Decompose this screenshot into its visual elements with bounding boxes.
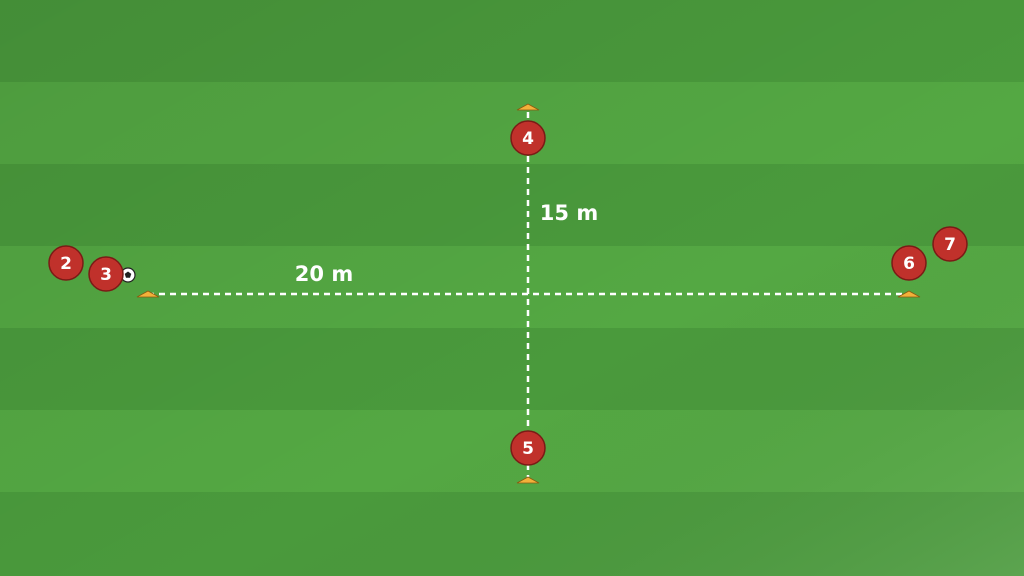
horizontal-distance-label: 20 m: [295, 262, 353, 286]
svg-text:7: 7: [944, 235, 956, 255]
player-4: 4: [510, 120, 546, 156]
soccer-ball-icon: [120, 267, 136, 283]
player-7: 7: [932, 226, 968, 262]
cone-top: [516, 103, 540, 111]
svg-text:4: 4: [522, 129, 534, 149]
player-6: 6: [891, 245, 927, 281]
svg-text:2: 2: [60, 254, 72, 274]
svg-text:3: 3: [100, 265, 112, 285]
cone-left: [136, 290, 160, 298]
player-5: 5: [510, 430, 546, 466]
cone-right: [897, 290, 921, 298]
vertical-distance-label: 15 m: [540, 201, 598, 225]
svg-text:5: 5: [522, 439, 534, 459]
player-3: 3: [88, 256, 124, 292]
player-2: 2: [48, 245, 84, 281]
svg-text:6: 6: [903, 254, 915, 274]
cone-bottom: [516, 476, 540, 484]
